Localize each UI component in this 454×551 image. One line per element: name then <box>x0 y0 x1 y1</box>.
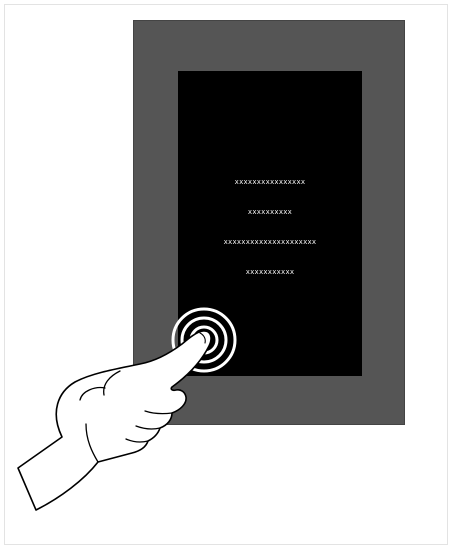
screen-message: xxxxxxxxxxxxxxxx xxxxxxxxxx xxxxxxxxxxxx… <box>178 157 362 297</box>
illustration-frame: xxxxxxxxxxxxxxxx xxxxxxxxxx xxxxxxxxxxxx… <box>4 4 448 545</box>
screen-line-2: xxxxxxxxxx <box>178 207 362 217</box>
tablet-screen[interactable]: xxxxxxxxxxxxxxxx xxxxxxxxxx xxxxxxxxxxxx… <box>178 71 362 376</box>
screen-line-4: xxxxxxxxxxx <box>178 267 362 277</box>
screen-line-1: xxxxxxxxxxxxxxxx <box>178 177 362 187</box>
screen-line-3: xxxxxxxxxxxxxxxxxxxxx <box>178 237 362 247</box>
tablet-device: xxxxxxxxxxxxxxxx xxxxxxxxxx xxxxxxxxxxxx… <box>133 20 405 425</box>
